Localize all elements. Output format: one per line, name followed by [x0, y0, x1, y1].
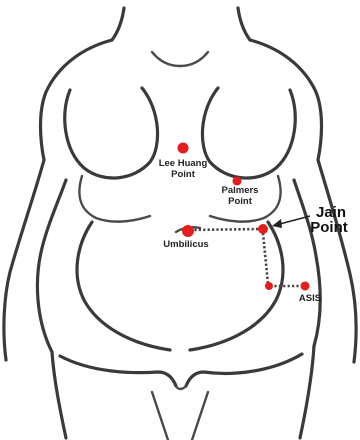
torso-left — [37, 180, 66, 352]
belly-left — [77, 222, 170, 350]
connectors — [190, 229, 304, 286]
inner-thigh-left — [152, 392, 168, 440]
shoulder-left — [41, 40, 113, 160]
inner-thigh-right — [192, 392, 208, 440]
thigh-right — [300, 346, 314, 438]
jain-point-dot — [258, 224, 268, 234]
lower-corner-dot — [265, 282, 273, 290]
breast-right — [202, 88, 295, 178]
breast-left — [65, 88, 158, 178]
body-outline — [4, 8, 356, 440]
jain-label-line2: Point — [310, 219, 348, 236]
asis-label: ASIS — [299, 293, 321, 304]
umbilicus-dot — [182, 225, 194, 237]
lee-huang-point-dot — [178, 143, 189, 154]
umbilicus-label: Umbilicus — [163, 239, 208, 250]
groin-center — [176, 386, 186, 389]
umbilicus-to-jain-line — [190, 229, 262, 230]
arm-right-outer — [318, 160, 356, 362]
fold-left — [79, 176, 150, 222]
thigh-left — [52, 352, 66, 438]
palmers-label-line1: Palmers — [222, 185, 259, 196]
pubic-right — [186, 354, 302, 386]
palmers-label-line2: Point — [228, 196, 253, 207]
neck-left — [112, 8, 124, 40]
asis-dot — [301, 282, 310, 291]
shoulder-right — [250, 40, 322, 160]
pubic-left — [60, 356, 176, 386]
neck-right — [238, 8, 250, 40]
jain-arrow — [272, 216, 310, 228]
arrow-head-icon — [272, 219, 282, 228]
lee-huang-label-line2: Point — [171, 169, 196, 180]
lee-huang-label-line1: Lee Huang — [159, 158, 208, 169]
sternum-mark — [152, 52, 208, 66]
jain-to-lower-line — [263, 233, 268, 284]
